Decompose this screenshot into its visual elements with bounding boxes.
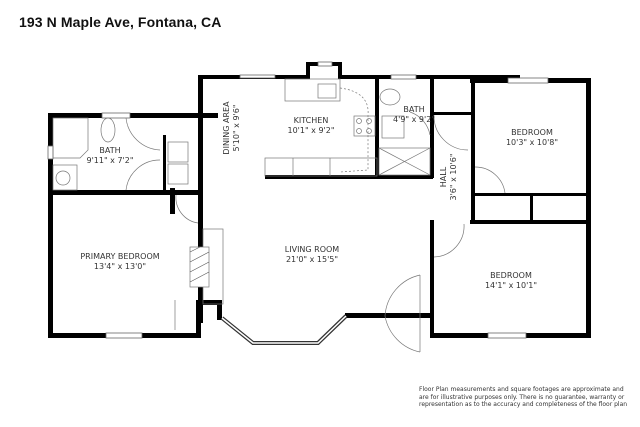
fixtures [52, 78, 506, 353]
bay-window [220, 314, 348, 345]
exterior-walls [48, 62, 591, 338]
floor-plan-disclaimer: Floor Plan measurements and square foota… [419, 386, 628, 408]
property-address-title: 193 N Maple Ave, Fontana, CA [19, 14, 222, 30]
windows [47, 61, 549, 339]
fireplace-hatch [189, 246, 210, 283]
